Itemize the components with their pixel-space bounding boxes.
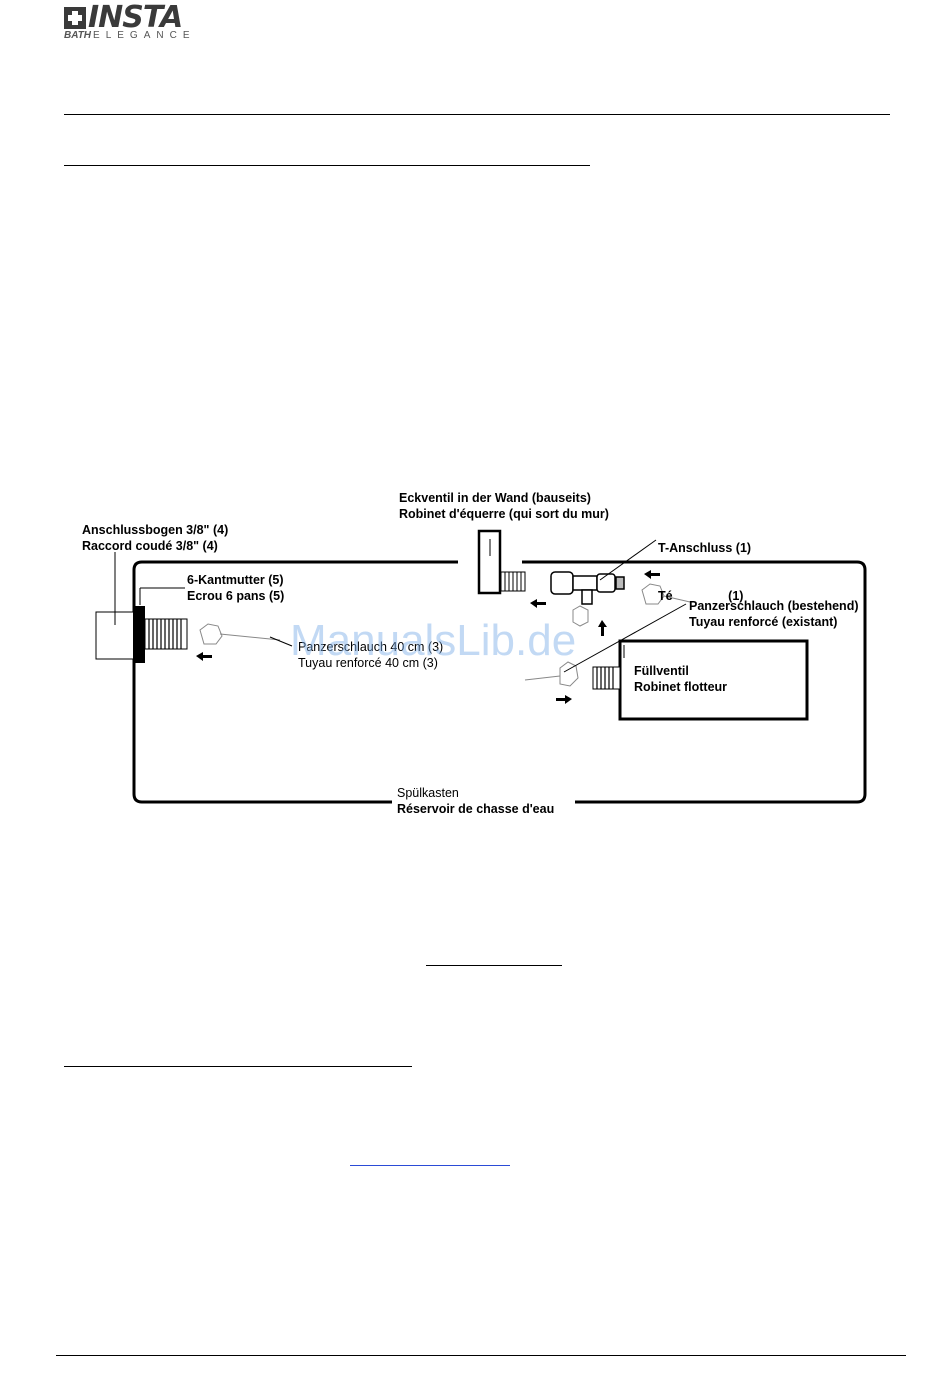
- footer-rule: [56, 1355, 906, 1356]
- label-fill-valve-de: Füllventil: [634, 664, 689, 678]
- label-fill-valve: Füllventil Robinet flotteur: [634, 663, 727, 695]
- section-title-line-1: [64, 165, 590, 166]
- fill-valve-box: [618, 639, 809, 721]
- label-existing-hose: Panzerschlauch (bestehend) Tuyau renforc…: [689, 598, 859, 630]
- label-connection-elbow: Anschlussbogen 3/8" (4) Raccord coudé 3/…: [82, 522, 228, 554]
- label-fill-valve-fr: Robinet flotteur: [634, 680, 728, 694]
- label-angle-valve: Eckventil in der Wand (bauseits) Robinet…: [399, 490, 609, 522]
- label-new-hose-de: Panzerschlauch 40 cm (3): [298, 640, 444, 654]
- installation-diagram: [95, 529, 867, 804]
- hex-nut: [133, 606, 145, 663]
- elbow-thread: [144, 618, 188, 650]
- label-angle-valve-de: Eckventil in der Wand (bauseits): [399, 491, 591, 505]
- label-existing-hose-de: Panzerschlauch (bestehend): [689, 599, 859, 613]
- label-hex-nut-de: 6-Kantmutter (5): [187, 573, 284, 587]
- caption-line: [426, 965, 562, 966]
- logo-tagline-text: ELEGANCE: [93, 30, 196, 41]
- header-rule: [64, 114, 890, 115]
- hose-nut-left: [199, 623, 223, 645]
- angle-valve: [477, 529, 502, 595]
- label-hex-nut: 6-Kantmutter (5) Ecrou 6 pans (5): [187, 572, 284, 604]
- label-angle-valve-fr: Robinet d'équerre (qui sort du mur): [399, 507, 609, 521]
- hose-nut-bottom: [559, 661, 579, 687]
- logo-mark-icon: [64, 7, 86, 29]
- label-new-hose-fr: Tuyau renforcé 40 cm (3): [298, 656, 438, 670]
- logo-tagline-bold: BATH: [64, 30, 92, 41]
- flow-arrows: [196, 570, 660, 704]
- t-piece: [550, 571, 625, 605]
- label-t-piece: T-Anschluss (1) Té (1): [658, 508, 751, 620]
- label-t-piece-fr: Té (1): [658, 589, 744, 603]
- label-connection-elbow-fr: Raccord coudé 3/8" (4): [82, 539, 218, 553]
- label-cistern-de: Spülkasten: [397, 786, 459, 800]
- label-new-hose: Panzerschlauch 40 cm (3) Tuyau renforcé …: [298, 639, 443, 671]
- watermark: ManualsLib.de: [290, 616, 577, 665]
- label-hex-nut-fr: Ecrou 6 pans (5): [187, 589, 285, 603]
- label-t-piece-de: T-Anschluss (1): [658, 541, 752, 555]
- hose-nut-top: [572, 605, 589, 627]
- label-cistern: Spülkasten Réservoir de chasse d'eau: [397, 785, 554, 817]
- label-connection-elbow-de: Anschlussbogen 3/8" (4): [82, 523, 229, 537]
- label-existing-hose-fr: Tuyau renforcé (existant): [689, 615, 838, 629]
- link-underline[interactable]: [350, 1165, 510, 1166]
- logo-brand: INSTA: [88, 0, 183, 35]
- brand-logo: INSTA: [64, 0, 183, 35]
- section-title-line-2: [64, 1066, 412, 1067]
- cistern-outline: [132, 560, 867, 804]
- label-cistern-fr: Réservoir de chasse d'eau: [397, 802, 555, 816]
